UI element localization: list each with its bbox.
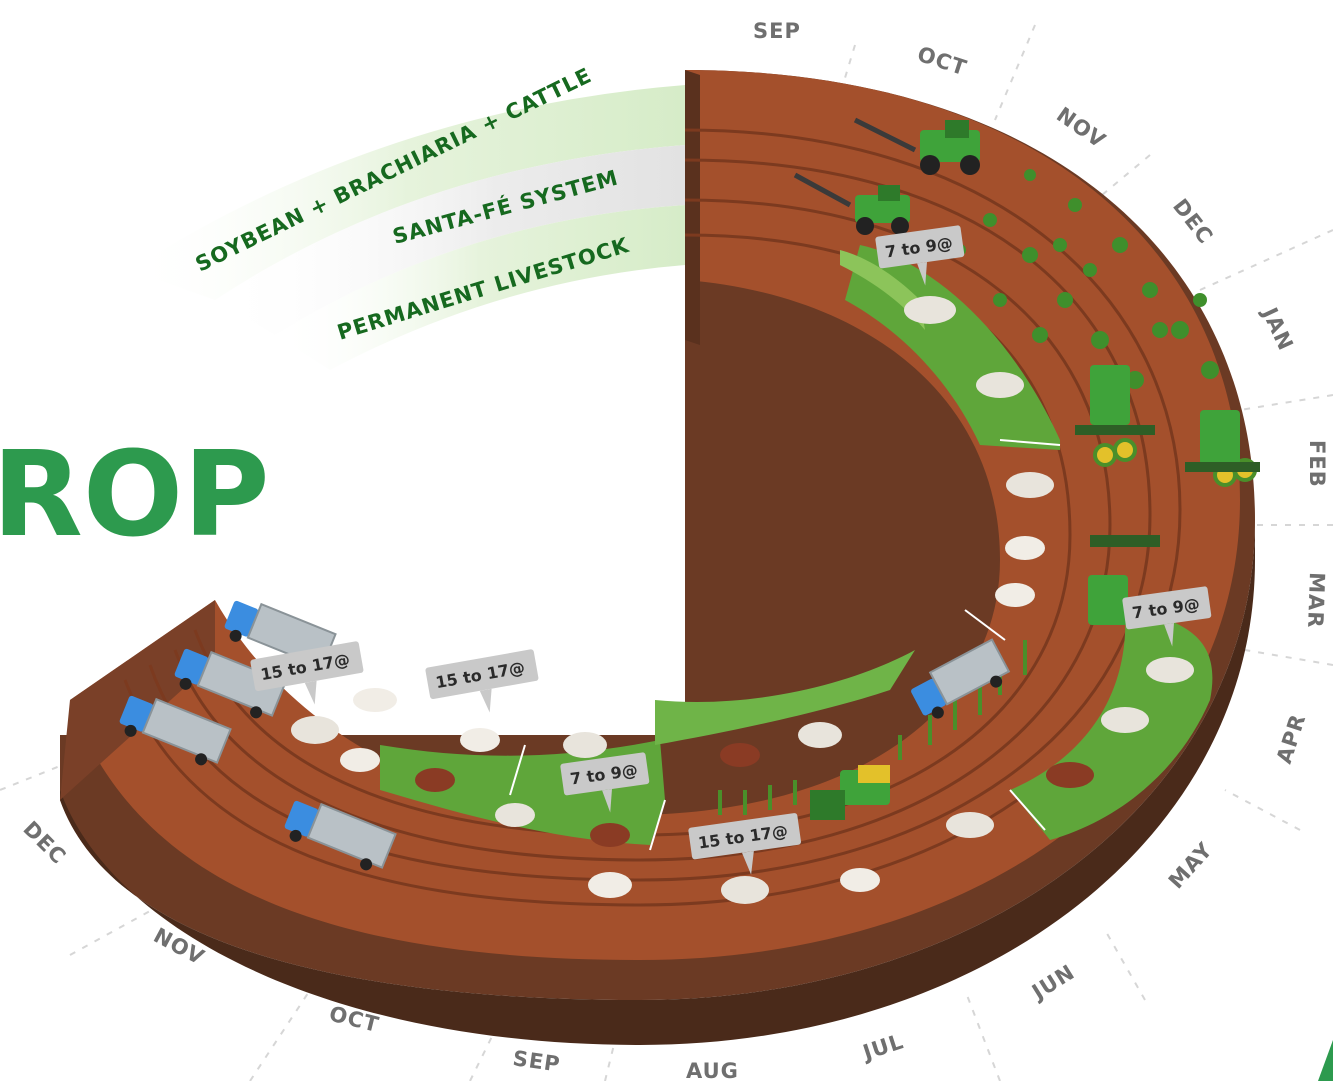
cattle-icon [353, 688, 397, 712]
cattle-icon [1006, 472, 1054, 498]
cattle-icon [460, 728, 500, 752]
weight-tag: 15 to 17@ [688, 813, 801, 875]
cattle-icon [1146, 657, 1194, 683]
cattle-icon [563, 732, 607, 758]
ring-cut-face-top [685, 70, 700, 345]
cattle-icon [588, 872, 632, 898]
harvester-icon [1075, 365, 1155, 435]
truck-icon [911, 638, 1011, 719]
month-label: APR [1272, 711, 1311, 767]
month-label: JAN [1257, 302, 1298, 354]
harvester-icon [1185, 410, 1260, 472]
cattle-icon [340, 748, 380, 772]
cattle-icon [291, 716, 339, 744]
truck-icon [119, 695, 232, 766]
month-label: JUL [858, 1029, 907, 1065]
month-label: JUN [1026, 960, 1079, 1005]
truck-icons [119, 600, 1011, 871]
weight-tag: 7 to 9@ [1122, 586, 1212, 647]
month-label: FEB [1305, 440, 1329, 488]
cattle-icon [840, 868, 880, 892]
weight-tags: 7 to 9@ 7 to 9@ 7 to 9@ 15 to 17@ 15 to … [250, 225, 1212, 875]
month-label: DEC [18, 817, 70, 869]
weight-tag: 7 to 9@ [875, 225, 965, 286]
truck-icon [174, 648, 287, 719]
tractor-icon [793, 172, 910, 235]
cattle-icon [720, 743, 760, 767]
cattle-icons [291, 296, 1194, 904]
system-banners: SOYBEAN + BRACHIARIA + CATTLE SANTA-FÉ S… [130, 63, 685, 370]
tractor-icon [853, 117, 980, 175]
cattle-icon [495, 803, 535, 827]
month-label: SEP [753, 19, 801, 43]
month-label: NOV [1052, 102, 1110, 153]
month-label: AUG [686, 1059, 739, 1081]
weight-tag: 15 to 17@ [425, 649, 539, 713]
truck-icon [284, 800, 397, 871]
month-label: OCT [914, 42, 970, 80]
cattle-icon [1046, 762, 1094, 788]
cattle-icon [590, 823, 630, 847]
cattle-icon [995, 583, 1035, 607]
cattle-icon [946, 812, 994, 838]
cattle-icon [798, 722, 842, 748]
cattle-icon [721, 876, 769, 904]
weight-tag: 7 to 9@ [560, 752, 650, 813]
cattle-icon [415, 768, 455, 792]
cattle-icon [1101, 707, 1149, 733]
month-label: SEP [511, 1046, 562, 1076]
harvester-icon [1088, 535, 1160, 625]
cattle-icon [976, 372, 1024, 398]
cattle-icon [904, 296, 956, 324]
harvester-icon [810, 765, 890, 820]
title-fragment: ROP [0, 425, 270, 563]
month-label: DEC [1168, 194, 1218, 248]
month-label: MAY [1164, 838, 1218, 894]
fence-icons [509, 439, 1061, 851]
month-label: MAR [1303, 572, 1329, 629]
cattle-icon [1005, 536, 1045, 560]
corner-mark [1318, 1040, 1333, 1081]
